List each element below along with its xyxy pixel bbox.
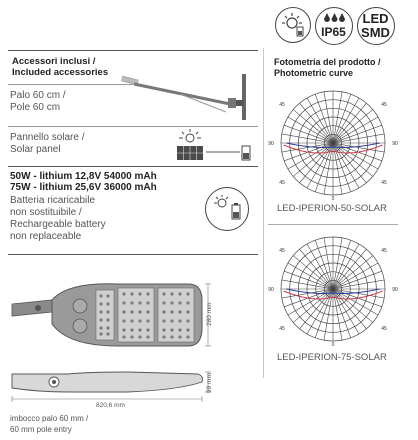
angle-label-90-left: 90 — [268, 287, 274, 293]
column-divider — [263, 48, 264, 378]
pole-label-en: Pole 60 cm — [10, 102, 61, 113]
angle-label-45-left-bottom: 45 — [279, 326, 285, 332]
curve-c0-c180 — [283, 290, 383, 300]
battery-icon — [214, 195, 241, 220]
led-smd-badge: LED SMD — [357, 7, 395, 45]
pole-entry-it: imbocco palo 60 mm / — [10, 414, 89, 423]
curve-c90-c270 — [286, 288, 380, 294]
height-dimension: 99 mm — [206, 373, 213, 393]
sun-battery-icon — [282, 13, 304, 37]
product-rule — [8, 254, 258, 255]
photometric-title-it: Fotometria del prodotto / — [274, 57, 381, 67]
battery-desc-1: Batteria ricaricabile — [10, 195, 96, 206]
battery-spec-50w: 50W - lithium 12,8V 54000 mAh — [10, 171, 157, 182]
battery-desc-3: Rechargeable battery — [10, 219, 106, 230]
battery-icon-badge — [205, 187, 249, 231]
water-drops-icon — [324, 13, 345, 22]
luminaire-side-view — [11, 371, 211, 402]
battery-desc-4: non replaceable — [10, 231, 82, 242]
solar-rule — [8, 126, 258, 127]
solar-label-it: Pannello solare / — [10, 132, 85, 143]
pole-label-it: Palo 60 cm / — [10, 90, 66, 101]
accessories-title-it: Accessori inclusi / — [12, 56, 96, 67]
photometric-curve-75: 90 90 45 45 45 45 0 — [268, 236, 398, 348]
solar-label-en: Solar panel — [10, 144, 61, 155]
angle-label-45-right-bottom: 45 — [381, 326, 387, 332]
angle-label-45-right: 45 — [381, 248, 387, 254]
angle-label-45-left: 45 — [279, 248, 285, 254]
smd-label: SMD — [361, 25, 390, 40]
model-50-label: LED-IPERION-50-SOLAR — [277, 203, 387, 214]
pole-entry-en: 60 mm pole entry — [10, 425, 72, 434]
angle-label-45-right: 45 — [381, 102, 387, 108]
solar-panel-icon — [177, 129, 251, 161]
accessories-rule — [8, 50, 258, 51]
polar-spoke — [281, 279, 385, 299]
sun-battery-icon-badge — [275, 7, 311, 43]
angle-label-45-right-bottom: 45 — [381, 180, 387, 186]
battery-spec-75w: 75W - lithium 25,6V 36000 mAh — [10, 182, 157, 193]
curve-c90-c270 — [286, 142, 380, 148]
angle-label-90-left: 90 — [268, 141, 274, 147]
accessories-title-en: Included accessories — [12, 67, 109, 78]
water-drops-icon-badge: IP65 — [315, 7, 353, 45]
model-75-label: LED-IPERION-75-SOLAR — [277, 352, 387, 363]
width-dimension: 820,6 mm — [96, 402, 125, 409]
polar-spoke — [281, 133, 385, 153]
pole-rule — [8, 84, 133, 85]
photometric-curve-50: 90 90 45 45 45 45 0 — [268, 90, 398, 202]
angle-label-0: 0 — [332, 196, 335, 202]
depth-dimension: 280 mm — [206, 302, 213, 326]
angle-label-90-right: 90 — [392, 141, 398, 147]
angle-label-45-left-bottom: 45 — [279, 180, 285, 186]
ip-rating-label: IP65 — [321, 25, 346, 39]
photometric-divider — [268, 224, 398, 225]
luminaire-top-view — [11, 283, 211, 347]
angle-label-0: 0 — [332, 342, 335, 348]
led-label: LED — [362, 11, 389, 26]
battery-rule — [8, 166, 258, 167]
angle-label-90-right: 90 — [392, 287, 398, 293]
battery-desc-2: non sostituibile / — [10, 207, 82, 218]
photometric-title-en: Photometric curve — [274, 68, 354, 78]
angle-label-45-left: 45 — [279, 102, 285, 108]
pole-drawing — [121, 74, 246, 120]
curve-c0-c180 — [283, 144, 383, 154]
